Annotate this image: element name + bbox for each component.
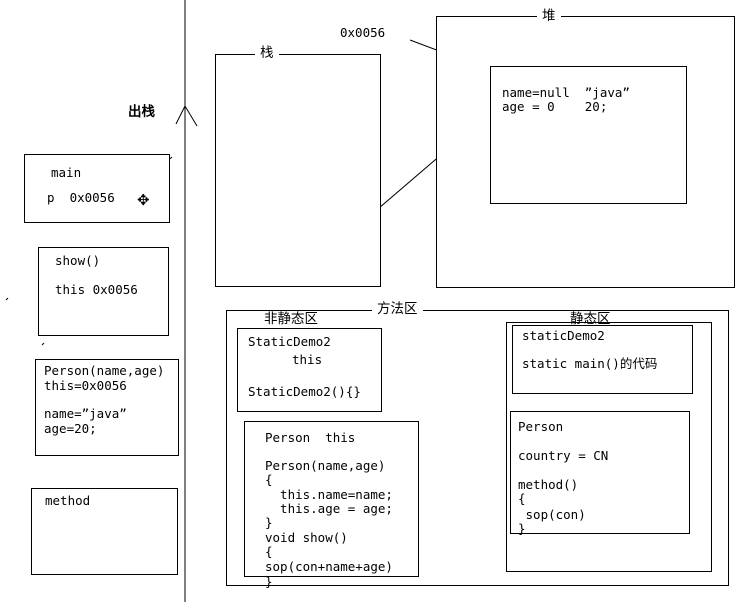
person-constructor-frame	[35, 359, 179, 456]
non-static-title: 非静态区	[264, 311, 318, 327]
show-frame-title: show()	[55, 253, 101, 268]
s-staticdemo2-line1: staticDemo2	[522, 328, 605, 343]
tick-mark	[41, 342, 45, 346]
person-frame-line2: this=0x0056	[44, 378, 127, 393]
method-frame-title: method	[45, 493, 91, 508]
s-staticdemo2-line2: static main()的代码	[522, 356, 658, 371]
heap-object-name: name=null ”java”	[502, 85, 630, 100]
s-person-line4: {	[518, 491, 526, 506]
person-frame-line3: name=”java”	[44, 406, 127, 421]
s-person-line6: }	[518, 521, 526, 536]
s-person-line1: Person	[518, 419, 564, 434]
person-frame-line4: age=20;	[44, 421, 97, 436]
s-person-line2: country = CN	[518, 448, 609, 463]
ns-person-line2: Person(name,age)	[265, 458, 386, 473]
ns-person-line9: sop(con+name+age)	[265, 559, 393, 574]
stack-box	[215, 54, 381, 287]
ns-staticdemo2-line2: this	[292, 352, 323, 367]
static-person-box	[510, 411, 690, 534]
ns-person-line6: }	[265, 515, 273, 530]
tick-mark	[5, 297, 9, 301]
method-area-title: 方法区	[372, 302, 423, 317]
show-frame-this: this 0x0056	[55, 282, 138, 297]
s-person-line5: sop(con)	[518, 507, 586, 522]
pop-arrow-head	[175, 104, 198, 127]
s-person-line3: method()	[518, 477, 579, 492]
ns-person-line8: {	[265, 544, 273, 559]
method-frame	[31, 488, 178, 575]
heap-title: 堆	[537, 9, 561, 24]
main-frame-ref: p 0x0056	[47, 190, 115, 205]
non-static-staticdemo2-box	[237, 328, 382, 412]
static-title: 静态区	[570, 311, 611, 327]
ns-person-line7: void show()	[265, 530, 348, 545]
move-cursor-icon: ✥	[137, 191, 150, 209]
non-static-person-box	[244, 421, 419, 577]
main-frame-title: main	[51, 165, 82, 180]
heap-object-age: age = 0 20;	[502, 99, 608, 114]
pop-label: 出栈	[128, 104, 155, 120]
stack-title: 栈	[255, 46, 279, 61]
person-frame-line1: Person(name,age)	[44, 363, 165, 378]
main-frame	[24, 154, 170, 223]
ns-person-line3: {	[265, 472, 273, 487]
ns-staticdemo2-line3: StaticDemo2(){}	[248, 384, 361, 399]
heap-object	[490, 66, 687, 204]
ns-person-line10: }	[265, 574, 273, 589]
ns-staticdemo2-line1: StaticDemo2	[248, 334, 331, 349]
show-frame	[38, 247, 169, 336]
address-label: 0x0056	[340, 25, 386, 40]
ns-person-line4: this.name=name;	[265, 487, 393, 502]
static-staticdemo2-box	[512, 325, 693, 394]
ns-person-line1: Person this	[265, 430, 356, 445]
ns-person-line5: this.age = age;	[265, 501, 393, 516]
